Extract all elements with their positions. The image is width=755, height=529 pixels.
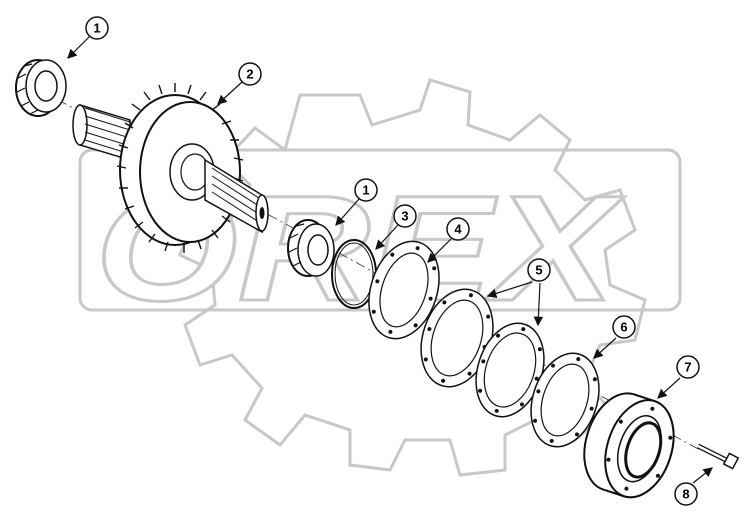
leader-line [486, 281, 533, 299]
leader-line [427, 238, 452, 263]
svg-text:3: 3 [401, 209, 408, 224]
callout-5: 5 [527, 258, 551, 282]
callout-3: 3 [393, 204, 417, 228]
gear-shaft-icon [72, 83, 269, 253]
svg-text:2: 2 [246, 67, 253, 82]
shim-icon [420, 288, 494, 388]
bolt-icon [696, 443, 740, 470]
leader-lines [67, 35, 713, 484]
leader-line [375, 224, 399, 250]
leader-line [533, 282, 544, 327]
tapered-roller-bearing-icon [287, 219, 335, 277]
callout-1: 1 [354, 178, 378, 202]
leader-line [335, 198, 360, 226]
callout-7: 7 [676, 355, 700, 379]
svg-text:7: 7 [684, 360, 691, 375]
leader-line [692, 467, 713, 484]
svg-text:8: 8 [682, 487, 689, 502]
tapered-roller-bearing-icon [15, 59, 67, 117]
svg-text:4: 4 [454, 222, 462, 237]
callout-8: 8 [674, 482, 698, 506]
svg-text:1: 1 [362, 183, 369, 198]
leader-line [217, 81, 243, 105]
shim-icon [475, 322, 545, 418]
callout-6: 6 [612, 315, 636, 339]
leader-line [657, 377, 681, 399]
callout-1: 1 [85, 16, 109, 40]
callout-2: 2 [238, 62, 262, 86]
callout-4: 4 [446, 217, 470, 241]
callouts: 1 2 1 3 4 5 6 7 [85, 16, 700, 506]
svg-text:6: 6 [620, 320, 627, 335]
svg-text:5: 5 [535, 263, 542, 278]
gasket-icon [530, 352, 600, 448]
svg-text:1: 1 [93, 21, 100, 36]
gasket-icon [368, 240, 440, 340]
bearing-cap-icon [583, 392, 675, 499]
leader-line [593, 337, 617, 359]
leader-line [67, 35, 91, 59]
